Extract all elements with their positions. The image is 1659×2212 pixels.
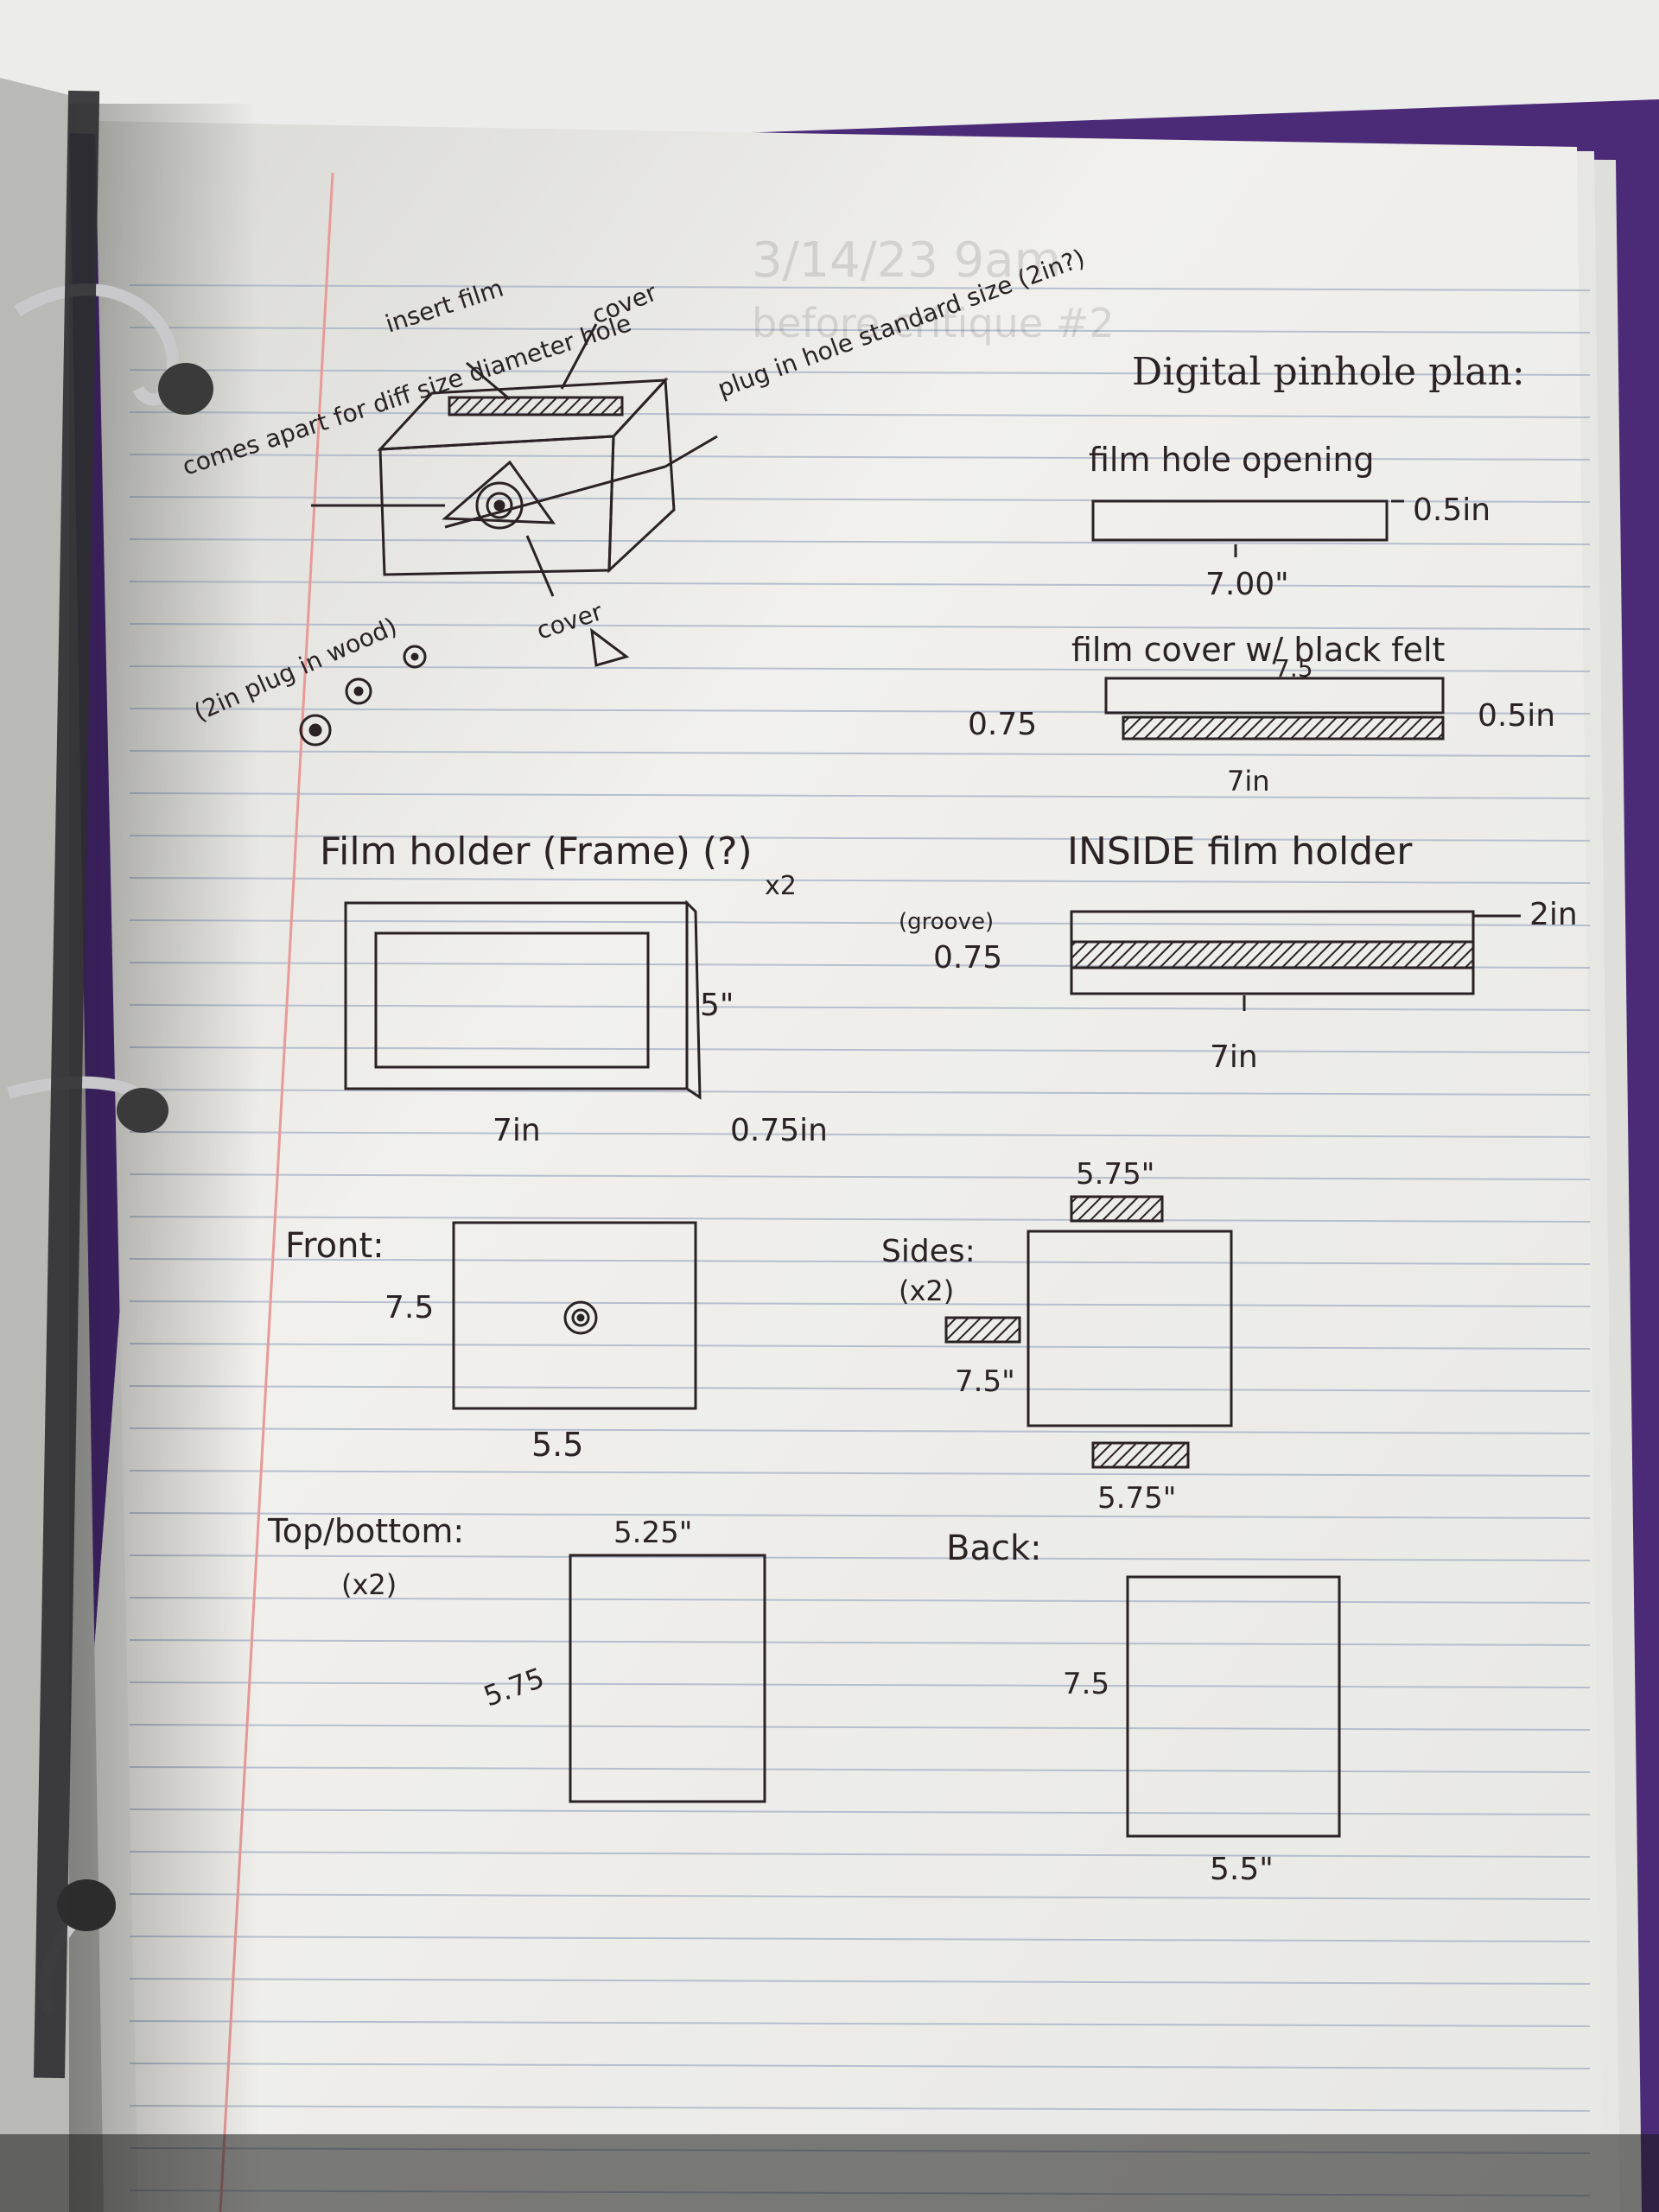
front-width: 5.5 bbox=[531, 1426, 583, 1464]
back-label: Back: bbox=[946, 1529, 1042, 1568]
ruled-line bbox=[129, 1300, 1591, 1307]
back-drawing bbox=[1126, 1575, 1341, 1838]
ruled-line bbox=[129, 1512, 1591, 1519]
page-shadow bbox=[69, 104, 259, 2212]
ruled-line bbox=[129, 1173, 1591, 1180]
film-hole-drawing bbox=[1091, 499, 1404, 557]
ruled-line bbox=[129, 1766, 1591, 1773]
faint-date: 3/14/23 9am bbox=[752, 232, 1061, 289]
ruled-line bbox=[129, 1470, 1591, 1477]
ruled-line bbox=[129, 538, 1591, 545]
ruled-line bbox=[129, 1089, 1591, 1096]
film-hole-height: 0.5in bbox=[1413, 493, 1491, 528]
ruled-line bbox=[129, 1343, 1591, 1350]
ruled-line bbox=[129, 2020, 1591, 2027]
ruled-line bbox=[129, 1554, 1591, 1561]
ruled-line bbox=[129, 792, 1591, 799]
ruled-line bbox=[129, 1597, 1591, 1604]
top-bottom-label: Top/bottom: bbox=[267, 1512, 464, 1550]
front-height: 7.5 bbox=[385, 1290, 434, 1325]
film-cover-right: 0.5in bbox=[1478, 698, 1555, 734]
ruled-lines bbox=[129, 284, 1591, 2196]
ruled-line bbox=[129, 1639, 1591, 1646]
front-drawing bbox=[452, 1221, 697, 1410]
ruled-line bbox=[129, 454, 1591, 461]
film-cover-bottom: 7in bbox=[1227, 765, 1270, 798]
ruled-line bbox=[129, 1131, 1591, 1138]
binder-spine bbox=[33, 90, 100, 2079]
film-cover-top: 7.5 bbox=[1274, 654, 1313, 683]
ruled-line bbox=[129, 2063, 1591, 2069]
inside-holder-groove: (groove) bbox=[899, 909, 994, 935]
ruled-line bbox=[129, 284, 1591, 291]
film-holder-height: 5" bbox=[700, 988, 734, 1023]
film-cover-drawing bbox=[1104, 677, 1445, 741]
ruled-line bbox=[129, 581, 1591, 588]
plan-title: Digital pinhole plan: bbox=[1132, 350, 1525, 394]
ruled-line bbox=[129, 1046, 1591, 1053]
ring-hole-bottom bbox=[57, 1879, 116, 1931]
film-holder-drawing bbox=[344, 899, 702, 1100]
ruled-line bbox=[129, 1216, 1591, 1223]
ruled-line bbox=[129, 1893, 1591, 1900]
back-width: 5.5" bbox=[1210, 1852, 1274, 1887]
ruled-line bbox=[129, 411, 1591, 418]
ruled-line bbox=[129, 1681, 1591, 1688]
ruled-line bbox=[129, 665, 1591, 672]
ruled-line bbox=[129, 327, 1591, 334]
box-sketch bbox=[299, 323, 718, 747]
front-label: Front: bbox=[285, 1226, 385, 1266]
ruled-line bbox=[129, 877, 1591, 884]
ruled-line bbox=[129, 1385, 1591, 1392]
inside-holder-drawing bbox=[1070, 910, 1521, 1011]
bottom-shadow bbox=[0, 2134, 1659, 2212]
ruled-line bbox=[129, 1978, 1591, 1985]
film-hole-width: 7.00" bbox=[1205, 567, 1289, 602]
inside-holder-left: 0.75 bbox=[933, 940, 1002, 976]
ruled-line bbox=[129, 919, 1591, 926]
ruled-line bbox=[129, 835, 1591, 842]
notebook-page bbox=[95, 121, 1603, 2212]
faint-before: before critique #2 bbox=[752, 300, 1115, 346]
ruled-line bbox=[129, 623, 1591, 630]
sides-drawing bbox=[944, 1195, 1233, 1469]
top-bottom-drawing bbox=[569, 1554, 766, 1803]
sides-top: 5.75" bbox=[1076, 1157, 1154, 1192]
ring-hole-top bbox=[158, 363, 213, 415]
film-holder-label: Film holder (Frame) (?) bbox=[320, 830, 753, 874]
back-height: 7.5 bbox=[1063, 1667, 1109, 1701]
inside-holder-right: 2in bbox=[1529, 897, 1578, 932]
film-cover-left: 0.75 bbox=[968, 707, 1037, 742]
ruled-line bbox=[129, 1004, 1591, 1011]
film-holder-count: x2 bbox=[765, 871, 797, 901]
film-holder-depth: 0.75in bbox=[730, 1113, 828, 1148]
sides-label: Sides: bbox=[881, 1234, 976, 1269]
sides-count: (x2) bbox=[899, 1274, 954, 1307]
top-bottom-width: 5.25" bbox=[613, 1516, 692, 1550]
ring-hole-middle bbox=[117, 1088, 168, 1133]
ruled-line bbox=[129, 1724, 1591, 1731]
ruled-line bbox=[129, 1427, 1591, 1434]
ruled-line bbox=[129, 2105, 1591, 2112]
ruled-line bbox=[129, 750, 1591, 757]
sides-height: 7.5" bbox=[955, 1364, 1015, 1399]
top-bottom-count: (x2) bbox=[341, 1568, 397, 1601]
ruled-line bbox=[129, 1258, 1591, 1265]
film-hole-label: film hole opening bbox=[1089, 441, 1375, 479]
ruled-line bbox=[129, 1936, 1591, 1942]
inside-holder-label: INSIDE film holder bbox=[1067, 830, 1413, 874]
sides-bottom: 5.75" bbox=[1097, 1481, 1176, 1516]
inside-holder-bottom: 7in bbox=[1210, 1039, 1258, 1075]
film-cover-label: film cover w/ black felt bbox=[1071, 631, 1445, 669]
ruled-line bbox=[129, 369, 1591, 376]
ruled-line bbox=[129, 1808, 1591, 1815]
ruled-line bbox=[129, 1851, 1591, 1858]
faint-bleed-through: 3/14/23 9am before critique #2 bbox=[752, 232, 1115, 346]
film-holder-width: 7in bbox=[493, 1113, 541, 1148]
